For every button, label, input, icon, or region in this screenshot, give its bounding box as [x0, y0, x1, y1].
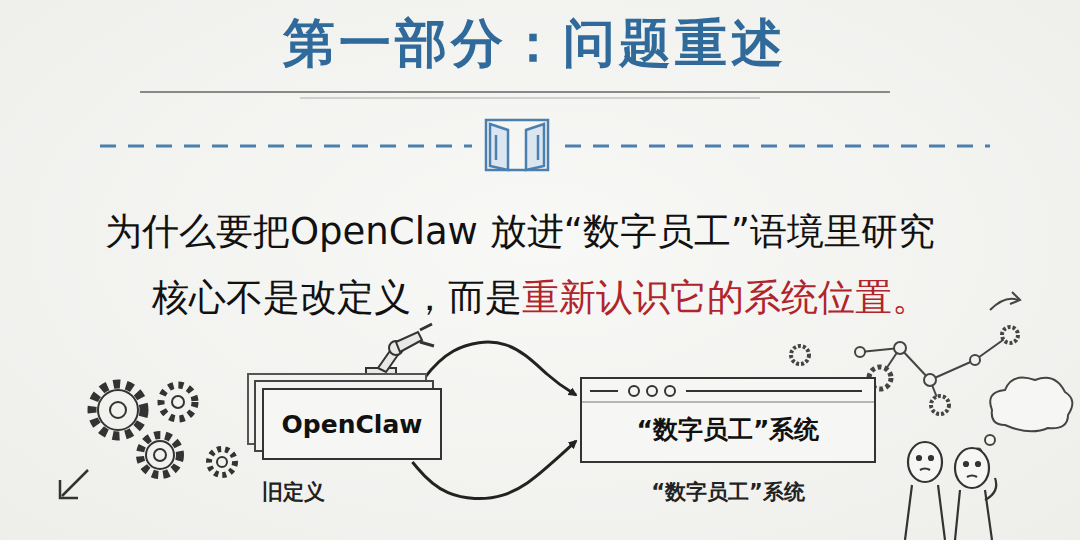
node-label: “数字员工”系统	[637, 413, 820, 446]
heading-line: 核心不是改定义，而是	[152, 273, 522, 323]
door-icon	[486, 120, 548, 170]
slide-title: 第一部分：问题重述	[283, 9, 787, 79]
highlight-text: 重新认识它的系统位置。	[522, 273, 929, 323]
thought-cloud	[975, 378, 1073, 456]
heading-line: 为什么要把OpenClaw 放进“数字员工”语境里研究	[105, 207, 935, 257]
dashed-rule	[100, 145, 472, 148]
stick-figures	[905, 442, 996, 540]
gears	[92, 384, 235, 475]
system-window: “数字员工”系统	[580, 377, 876, 463]
process-box: OpenClaw	[262, 388, 443, 460]
dashed-rule	[565, 145, 990, 148]
down-arrow	[60, 470, 88, 498]
caption-label: 旧定义	[262, 478, 325, 506]
title-rule	[140, 91, 890, 93]
window-header	[582, 379, 874, 403]
title-rule	[300, 98, 760, 99]
robot-arm	[366, 324, 434, 380]
node-label: OpenClaw	[282, 410, 423, 439]
caption-label: “数字员工”系统	[651, 478, 805, 506]
